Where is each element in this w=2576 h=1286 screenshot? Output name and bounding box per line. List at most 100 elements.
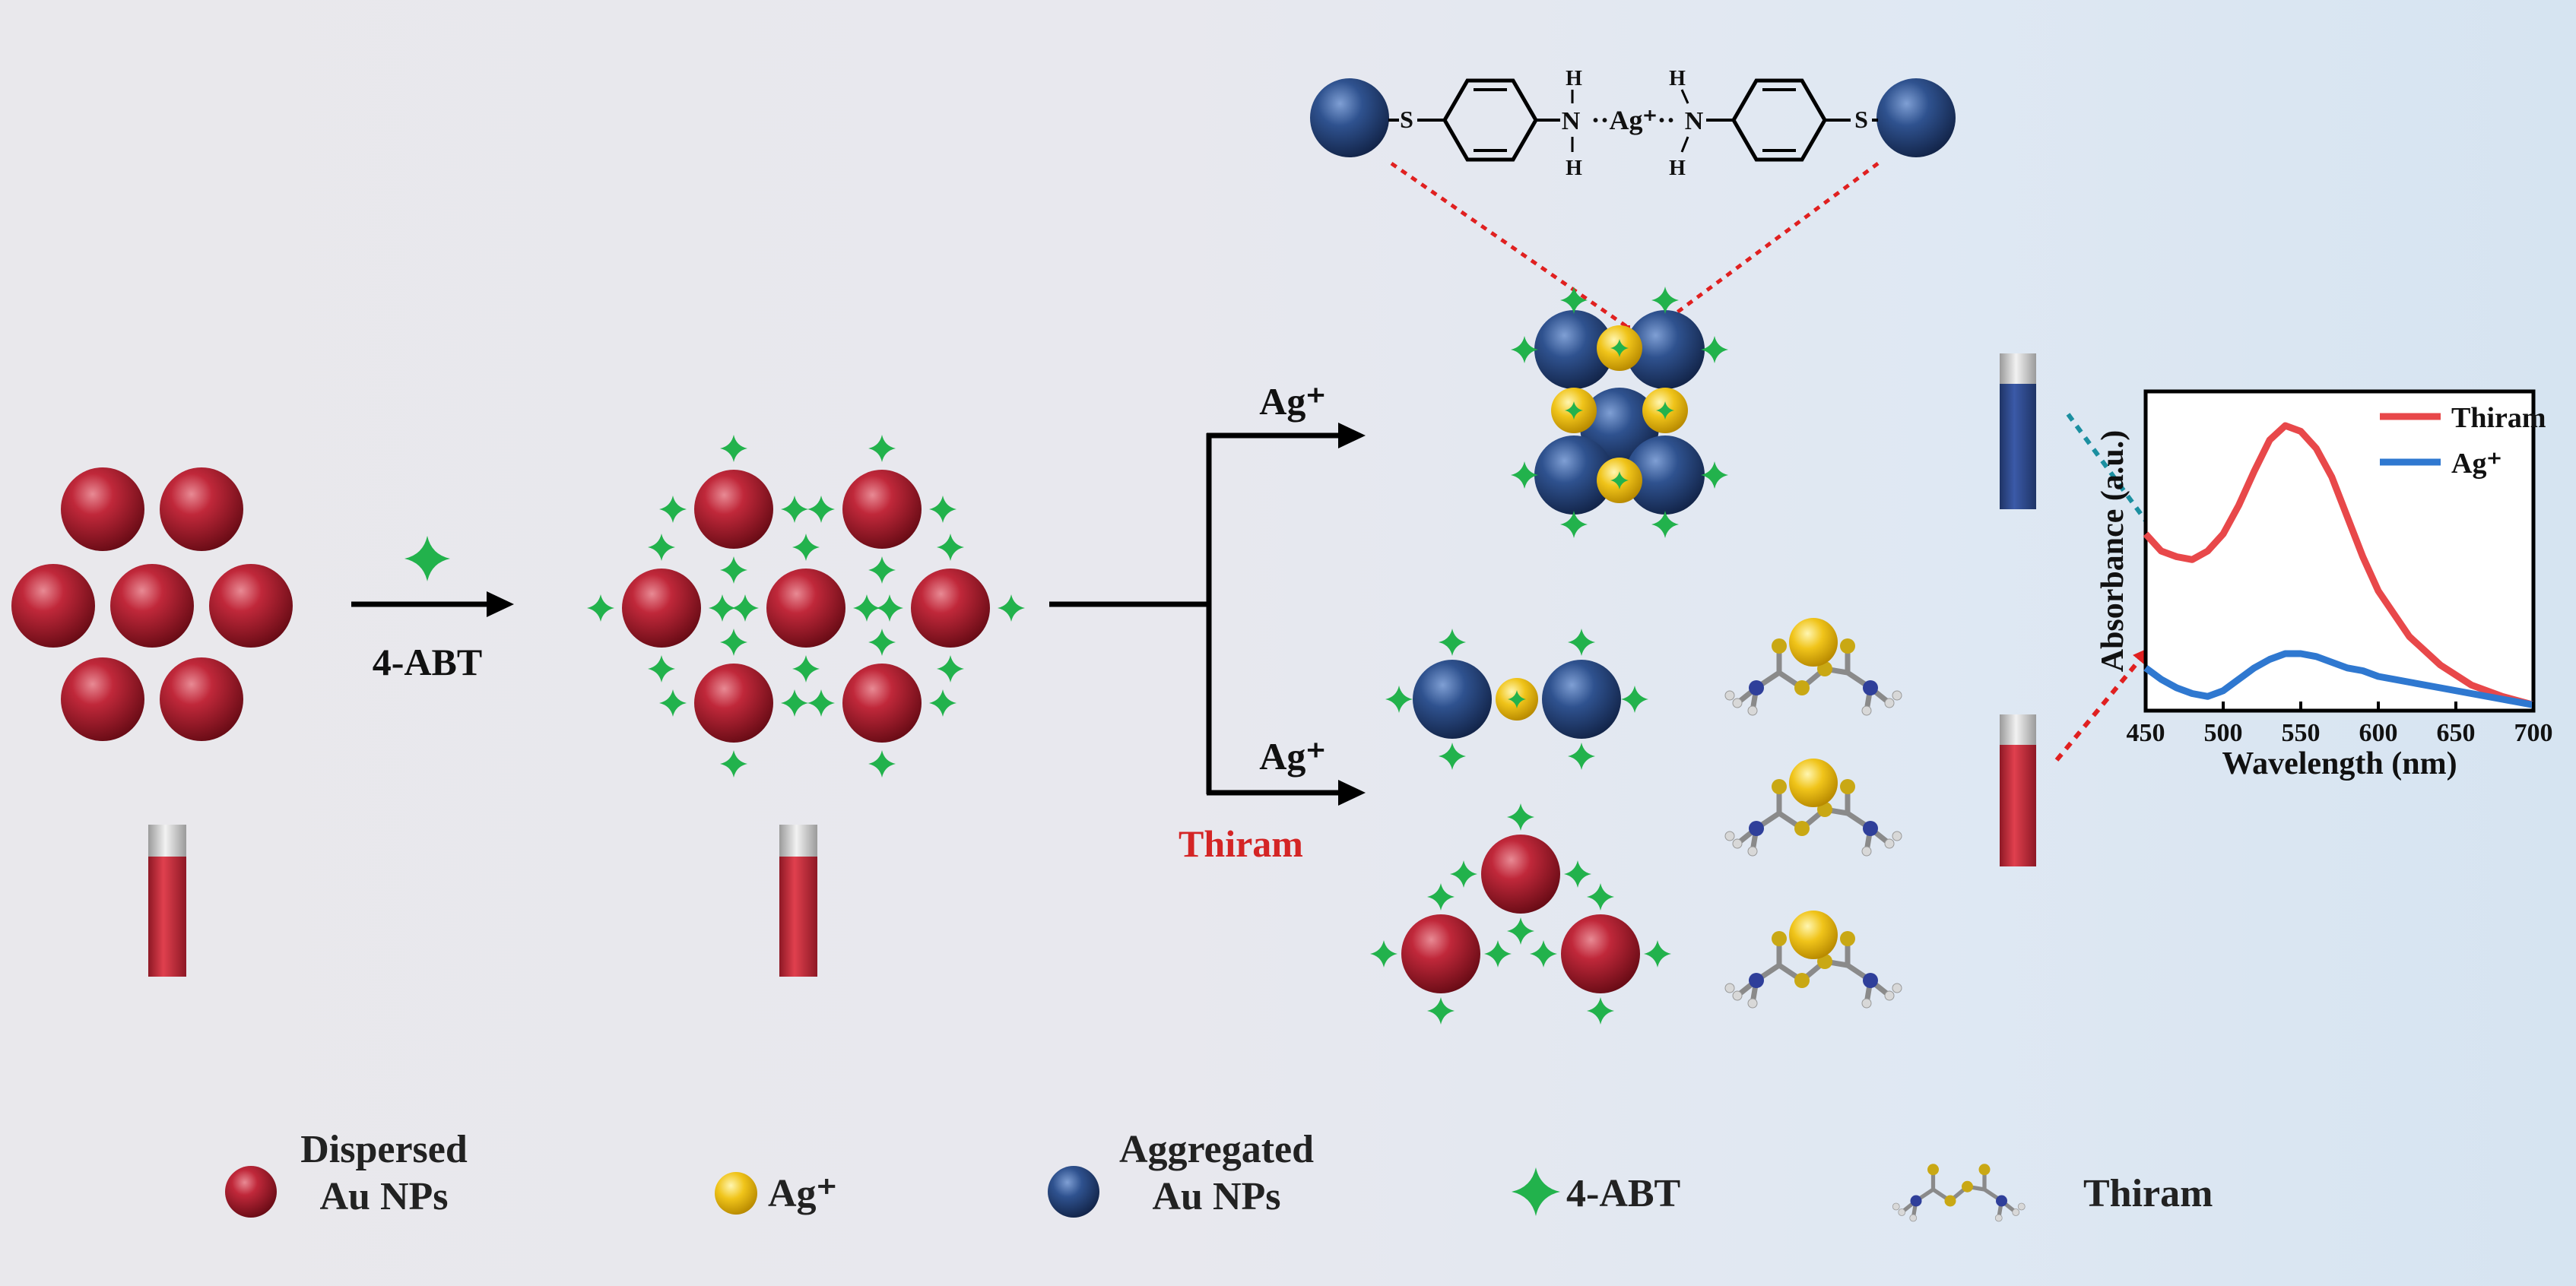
legend-row: Dispersed Au NPs Ag⁺ Aggregated Au NPs 4… bbox=[0, 1094, 2576, 1262]
abt-star bbox=[853, 594, 880, 622]
chart-x-tick-label: 650 bbox=[2437, 719, 2476, 747]
ag-ion bbox=[1789, 759, 1838, 807]
thiram-hydrogen bbox=[1884, 990, 1895, 1001]
aggregated-au-np bbox=[1413, 660, 1492, 739]
legend-dispersed-icon bbox=[225, 1166, 277, 1218]
red-connector-arrow bbox=[2054, 647, 2150, 762]
abt-star bbox=[1568, 743, 1595, 770]
legend-4abt-star-icon bbox=[1512, 1167, 1560, 1216]
thiram-hydrogen bbox=[2017, 1202, 2026, 1211]
chart-x-tick-label: 700 bbox=[2514, 719, 2553, 747]
ag-ion bbox=[1789, 618, 1838, 667]
dispersed-au-np bbox=[209, 564, 293, 648]
zoom-line-right bbox=[1656, 161, 1880, 329]
dispersed-au-np bbox=[11, 564, 95, 648]
thiram-nitrogen bbox=[1910, 1195, 1922, 1207]
nh-bond-3 bbox=[1680, 89, 1689, 104]
thiram-molecule bbox=[1724, 618, 1902, 716]
abt-star bbox=[929, 689, 956, 717]
abt-star bbox=[1508, 690, 1526, 708]
branch-bottom-label: Ag⁺ bbox=[1259, 735, 1326, 778]
arrow-1-head bbox=[487, 591, 514, 617]
4abt-star-icon bbox=[404, 536, 450, 581]
abt-star bbox=[807, 496, 835, 523]
4abt-reagent-label: 4-ABT bbox=[373, 641, 482, 683]
thiram-sulfur bbox=[1840, 931, 1855, 946]
thiram-molecule bbox=[1892, 1164, 2026, 1222]
functionalized-au-np bbox=[694, 664, 773, 743]
branch-top-label: Ag⁺ bbox=[1259, 380, 1326, 423]
functionalized-au-np bbox=[694, 470, 773, 549]
abt-star bbox=[868, 629, 896, 656]
legend-dispersed-label: Dispersed Au NPs bbox=[300, 1128, 468, 1218]
chart-xlabel: Wavelength (nm) bbox=[2222, 746, 2457, 781]
thiram-sulfur bbox=[1794, 973, 1810, 988]
thiram-sulfur bbox=[1794, 680, 1810, 695]
dispersed-au-np bbox=[1481, 835, 1560, 914]
abt-star bbox=[1385, 686, 1413, 713]
abt-star bbox=[720, 629, 747, 656]
functionalized-au-np bbox=[911, 569, 990, 648]
branch-arrow: Ag⁺ Ag⁺ Thiram bbox=[1049, 380, 1366, 865]
functionalized-au-np bbox=[622, 569, 701, 648]
abt-star bbox=[659, 689, 687, 717]
abt-star bbox=[781, 689, 808, 717]
abt-star bbox=[648, 534, 675, 561]
legend-icons bbox=[225, 1164, 2026, 1222]
dispersed-au-np bbox=[61, 657, 144, 741]
abt-star bbox=[1560, 287, 1588, 314]
functionalized-au-np bbox=[842, 664, 922, 743]
abt-star bbox=[1587, 883, 1614, 911]
aggregated-au-np bbox=[1534, 436, 1613, 515]
abt-star bbox=[792, 534, 820, 561]
benzene-ring-right bbox=[1731, 78, 1827, 162]
abt-star bbox=[998, 594, 1025, 622]
molecule-right-s: S bbox=[1854, 106, 1868, 133]
dispersed-au-np bbox=[160, 657, 243, 741]
legend-aggregated-icon bbox=[1048, 1166, 1099, 1218]
abt-star bbox=[1651, 511, 1679, 538]
thiram-nitrogen bbox=[1863, 680, 1878, 695]
thiram-hydrogen bbox=[1861, 998, 1872, 1009]
chart-x-tick-label: 550 bbox=[2282, 719, 2321, 747]
abt-star bbox=[1511, 336, 1538, 363]
legend-thiram-label: Thiram bbox=[2083, 1172, 2213, 1215]
abt-star bbox=[1484, 940, 1512, 968]
abt-star bbox=[876, 594, 903, 622]
thiram-nitrogen bbox=[1863, 821, 1878, 836]
zoom-line-left bbox=[1390, 161, 1629, 329]
chart-legend-label-1: Ag⁺ bbox=[2451, 448, 2502, 480]
thiram-hydrogen bbox=[1884, 838, 1895, 849]
thiram-nitrogen bbox=[1749, 680, 1764, 695]
branch-top-head bbox=[1338, 423, 1366, 448]
benzene-ring-left bbox=[1442, 78, 1538, 162]
4abt-star-icon bbox=[1512, 1167, 1560, 1216]
abt-star bbox=[720, 435, 747, 462]
legend-4abt-label: 4-ABT bbox=[1566, 1172, 1681, 1215]
thiram-hydrogen bbox=[1732, 698, 1743, 708]
chart-series-line-0 bbox=[2143, 422, 2535, 708]
thiram-hydrogen bbox=[1747, 846, 1758, 857]
thiram-hydrogen bbox=[1892, 1202, 1900, 1211]
thiram-nitrogen bbox=[1996, 1195, 2007, 1207]
aggregated-au-np bbox=[1626, 436, 1705, 515]
aggregated-au-np bbox=[1542, 660, 1621, 739]
thiram-hydrogen bbox=[1892, 983, 1902, 993]
thiram-hydrogen bbox=[1747, 705, 1758, 716]
abt-star bbox=[1507, 803, 1534, 831]
dispersed-au-nps-cluster bbox=[11, 467, 293, 741]
molecule-h-4: H bbox=[1669, 157, 1686, 180]
abt-star bbox=[1656, 401, 1674, 420]
abt-star bbox=[1439, 743, 1466, 770]
chart-ylabel: Absorbance (a.u.) bbox=[2095, 430, 2130, 673]
dispersed-au-np bbox=[1401, 914, 1480, 993]
nh-bond-4 bbox=[1680, 136, 1689, 153]
abt-star bbox=[1568, 629, 1595, 656]
tube-dispersed bbox=[148, 825, 186, 977]
small-aggregate-dimer bbox=[1385, 629, 1648, 770]
